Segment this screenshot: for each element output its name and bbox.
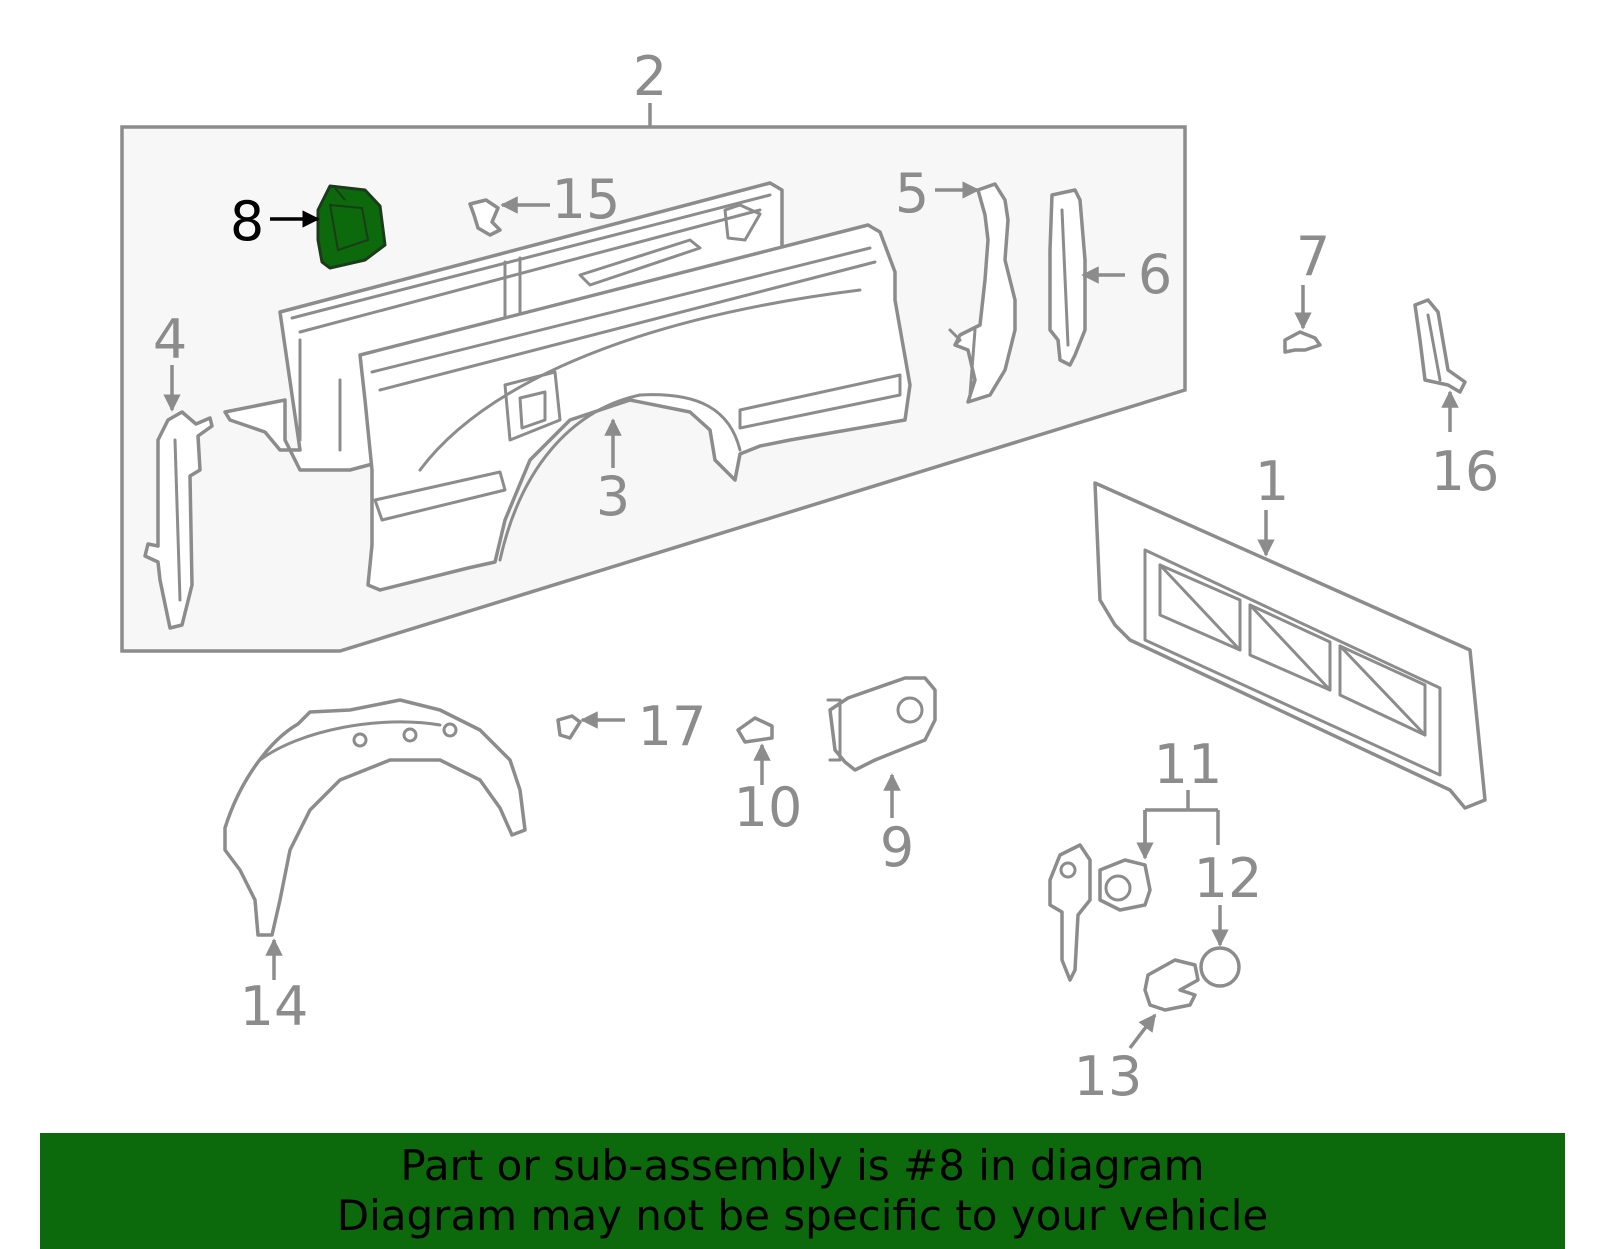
callout-label: 13 <box>1074 1045 1143 1108</box>
part-10-bumper <box>736 716 774 744</box>
callout-label: 4 <box>153 308 187 371</box>
callout-label: 15 <box>552 168 621 231</box>
banner-line-1: Part or sub-assembly is #8 in diagram <box>400 1141 1205 1190</box>
part-4-pillar <box>143 410 214 630</box>
part-9-fuel-door <box>826 676 937 772</box>
callout-label-highlighted: 8 <box>230 190 264 253</box>
part-7-clip <box>1283 330 1322 354</box>
callout-label: 10 <box>734 776 803 839</box>
callout-label: 2 <box>633 45 667 108</box>
info-banner: Part or sub-assembly is #8 in diagram Di… <box>40 1133 1565 1249</box>
part-12-cap <box>1199 946 1241 988</box>
part-16-bracket <box>1413 298 1467 394</box>
callout-label: 14 <box>240 975 309 1038</box>
part-15-clip <box>468 198 502 237</box>
part-8-bracket <box>316 184 387 270</box>
callout-label: 1 <box>1255 450 1289 513</box>
part-14-wheelhouse <box>223 698 527 937</box>
part-1-tailgate <box>1093 481 1487 810</box>
part-11-lock <box>1048 843 1152 982</box>
part-17-clip <box>556 714 582 740</box>
callout-label: 16 <box>1431 440 1500 503</box>
part-6-bracket <box>1048 188 1087 367</box>
bed-outer-side-panel <box>358 223 912 592</box>
callout-label: 5 <box>895 162 929 225</box>
callout-label: 12 <box>1194 847 1263 910</box>
callout-label: 3 <box>596 465 630 528</box>
part-13-retainer <box>1143 958 1200 1012</box>
callout-label: 11 <box>1154 733 1223 796</box>
callout-label: 6 <box>1138 243 1172 306</box>
part-5-pillar <box>948 182 1017 404</box>
callout-label: 9 <box>880 816 914 879</box>
callout-label: 17 <box>638 695 707 758</box>
banner-line-2: Diagram may not be specific to your vehi… <box>336 1191 1269 1240</box>
callout-label: 7 <box>1296 225 1330 288</box>
